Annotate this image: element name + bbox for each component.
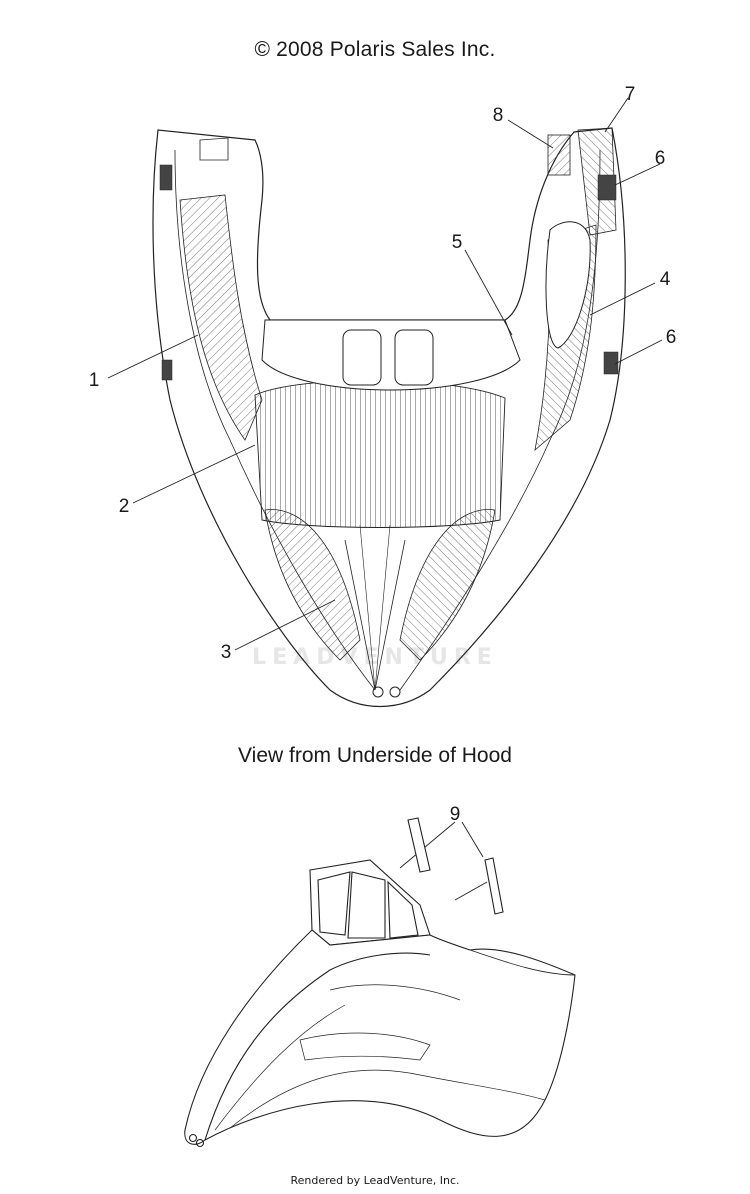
callout-1: 1 — [89, 370, 100, 391]
decal-8 — [547, 134, 571, 176]
view-caption: View from Underside of Hood — [238, 744, 512, 767]
callout-labels: 1 2 3 4 5 6 6 7 8 9 — [89, 84, 677, 825]
callout-7: 7 — [625, 84, 636, 105]
decal-7 — [577, 127, 617, 236]
callout-2: 2 — [119, 496, 130, 517]
decal-9-strip-left — [407, 817, 431, 873]
decal-9-strip-right — [484, 857, 504, 915]
callout-9: 9 — [450, 804, 461, 825]
decal-3-right-nose — [399, 509, 496, 661]
hood-underside-view — [152, 127, 626, 707]
callout-3: 3 — [221, 642, 232, 663]
decal-3-left-nose — [264, 509, 361, 661]
callout-leaders — [107, 97, 663, 901]
callout-6-upper: 6 — [655, 148, 666, 169]
callout-6-lower: 6 — [666, 327, 677, 348]
callout-8: 8 — [493, 105, 504, 126]
decal-2-center-panel — [254, 379, 506, 528]
decal-1-left-side — [179, 194, 263, 441]
callout-4: 4 — [660, 269, 671, 290]
rendered-by-footer: Rendered by LeadVenture, Inc. — [290, 1174, 460, 1187]
hood-perspective-view — [184, 817, 576, 1148]
vent-6-lower — [603, 351, 619, 375]
vent-6-upper — [597, 174, 617, 201]
callout-5: 5 — [452, 232, 463, 253]
copyright-text: © 2008 Polaris Sales Inc. — [254, 38, 496, 61]
